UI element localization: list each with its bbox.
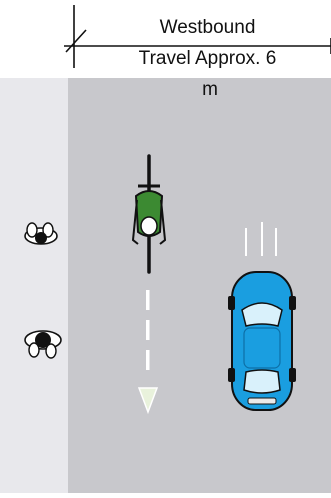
- dimension-label-line2: Travel Approx. 6: [90, 48, 325, 70]
- roadway: [68, 78, 331, 493]
- lane-marking: [146, 290, 150, 370]
- dimension-label-line3: m: [180, 79, 240, 101]
- sidewalk: [0, 78, 68, 493]
- dimension-label-line1: Westbound: [90, 17, 325, 39]
